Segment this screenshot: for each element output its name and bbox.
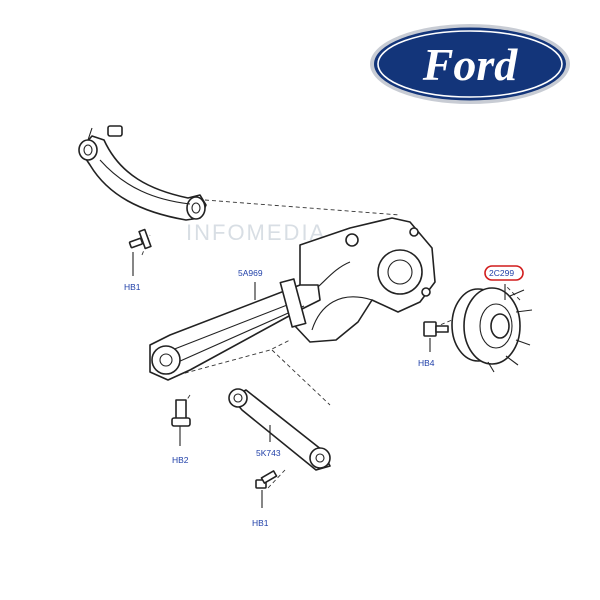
label-hb1-upper: HB1: [124, 282, 141, 292]
ford-logo-text: Ford: [422, 39, 519, 90]
lower-link: [228, 388, 331, 471]
label-hb1-lower: HB1: [252, 518, 269, 528]
trailing-arm-bolt: [171, 399, 191, 446]
ford-logo: Ford: [370, 24, 570, 104]
label-hb4: HB4: [418, 358, 435, 368]
upper-control-arm: [78, 125, 207, 221]
watermark-text: INFOMEDIA: [186, 220, 326, 245]
label-5k743: 5K743: [256, 448, 281, 458]
highlight-oval: [484, 265, 524, 281]
hub-bearing: [451, 284, 533, 373]
lower-link-bolt: [255, 470, 278, 508]
label-2c299: 2C299: [489, 268, 514, 278]
upper-arm-bolt: [128, 228, 152, 276]
hub-bolt: [423, 321, 449, 352]
label-hb2: HB2: [172, 455, 189, 465]
label-5a969: 5A969: [238, 268, 263, 278]
knuckle: [293, 217, 436, 343]
trailing-arm: [149, 278, 321, 381]
